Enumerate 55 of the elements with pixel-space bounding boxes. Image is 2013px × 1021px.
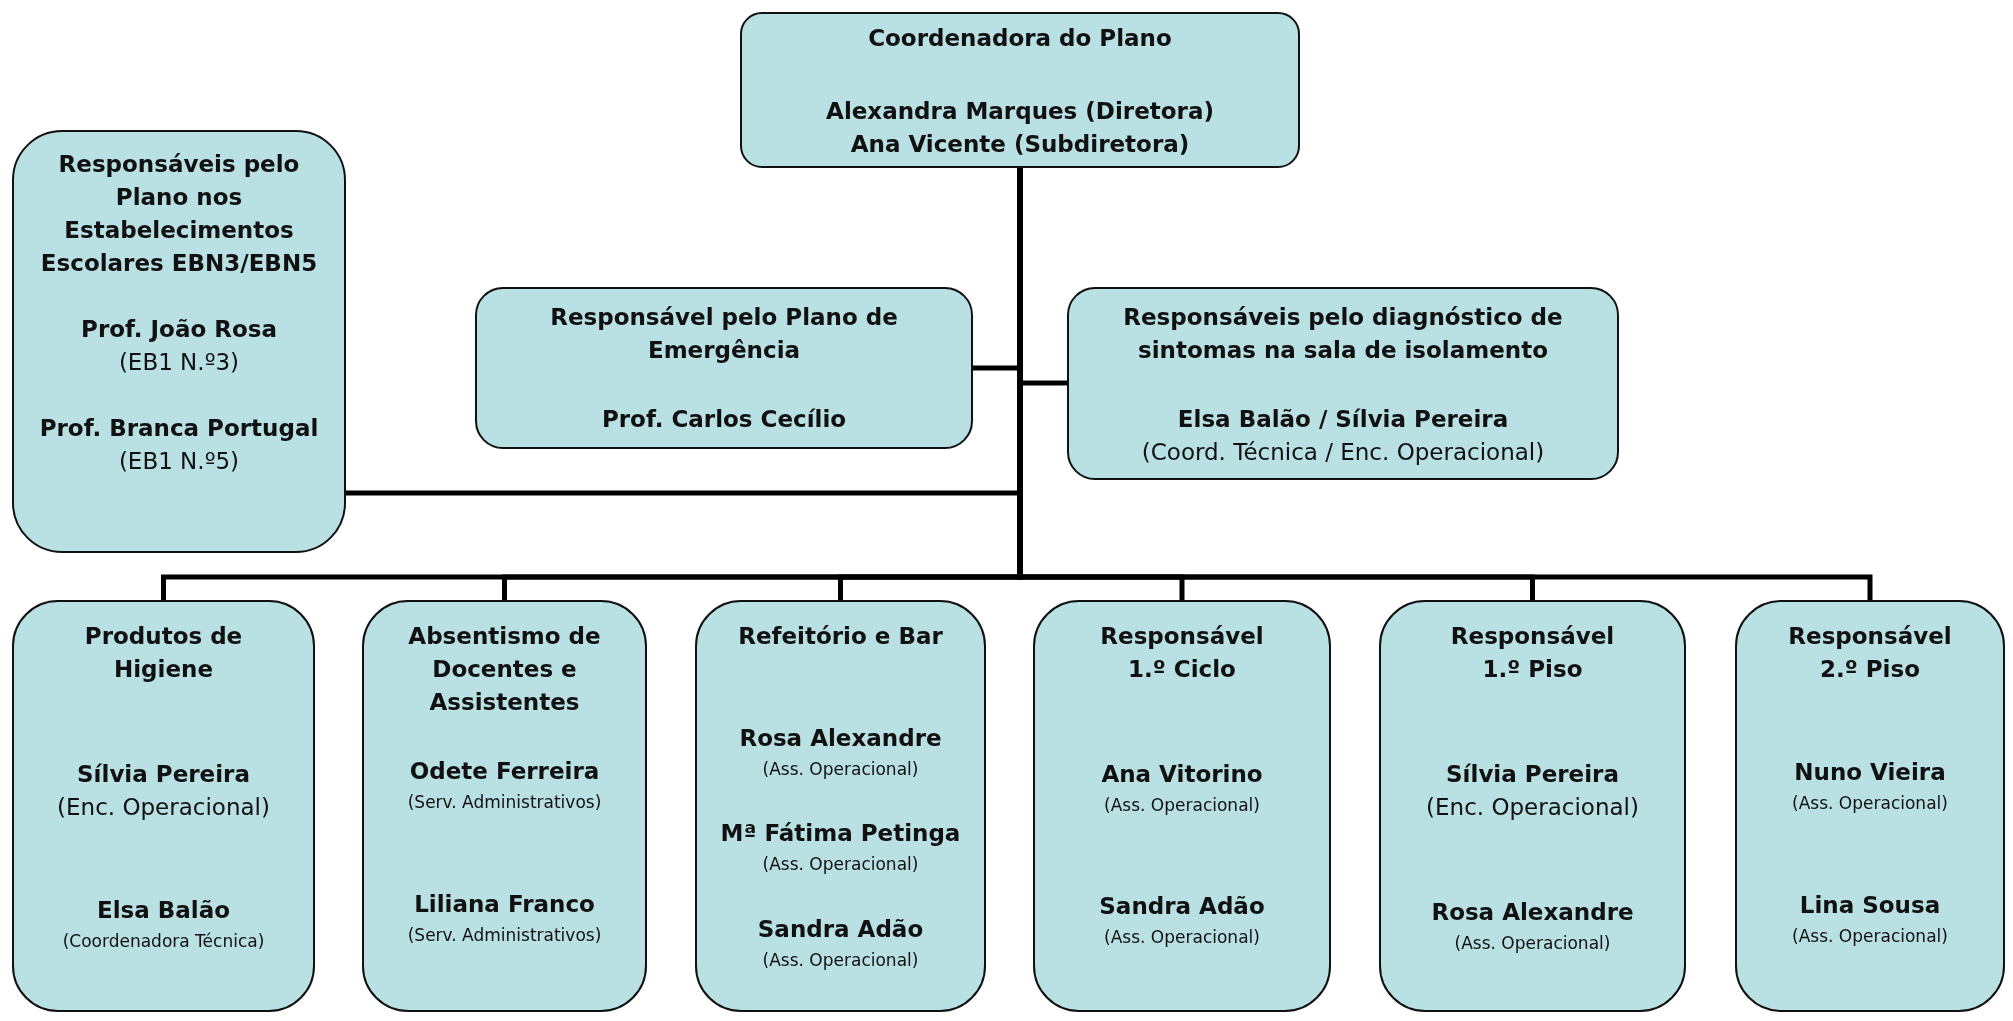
person-name: Rosa Alexandre xyxy=(1431,898,1634,927)
role-box xyxy=(1033,600,1331,1012)
box-heading: Refeitório e Bar xyxy=(738,622,943,651)
box-heading: Responsáveis pelo Plano nos Estabelecimentos Escolares EBN3/EBN5 xyxy=(39,150,319,278)
role-text: (Ass. Operacional) xyxy=(762,758,919,781)
role-box xyxy=(475,287,973,449)
person-name: Mª Fátima Petinga xyxy=(720,819,961,848)
box-heading: Responsáveis pelo diagnóstico de sintomas na sala de isolamento xyxy=(1122,303,1564,365)
role-box xyxy=(1379,600,1686,1012)
role-text: (Enc. Operacional) xyxy=(57,793,270,822)
person-name: Prof. Branca Portugal xyxy=(39,414,319,443)
box-heading: Responsável pelo Plano de Emergência xyxy=(549,303,899,365)
role-text: (Ass. Operacional) xyxy=(1104,794,1260,817)
person-name: Liliana Franco xyxy=(414,890,595,919)
box-heading: Responsável 1.º Piso xyxy=(1449,622,1616,684)
role-text: (Coord. Técnica / Enc. Operacional) xyxy=(1141,438,1545,467)
person-name: Lina Sousa xyxy=(1799,891,1941,920)
person-name: Rosa Alexandre xyxy=(739,724,942,753)
role-box xyxy=(1067,287,1619,480)
role-text: (Coordenadora Técnica) xyxy=(62,930,265,953)
role-text: (EB1 N.º5) xyxy=(118,447,240,476)
role-text: (Serv. Administrativos) xyxy=(407,791,602,814)
box-heading: Responsável 1.º Ciclo xyxy=(1099,622,1265,684)
box-heading: Responsável 2.º Piso xyxy=(1787,622,1953,684)
person-name: Prof. Carlos Cecílio xyxy=(601,405,847,434)
role-text: (Serv. Administrativos) xyxy=(407,924,602,947)
role-text: (Ass. Operacional) xyxy=(762,949,919,972)
person-name: Alexandra Marques (Diretora) xyxy=(826,97,1214,126)
box-heading: Produtos de Higiene xyxy=(83,622,244,684)
role-text: (Ass. Operacional) xyxy=(1454,932,1611,955)
person-name: Ana Vicente (Subdiretora) xyxy=(850,130,1190,159)
person-name: Prof. João Rosa xyxy=(81,315,277,344)
role-box xyxy=(695,600,986,1012)
person-name: Elsa Balão / Sílvia Pereira xyxy=(1177,405,1509,434)
role-box xyxy=(740,12,1300,168)
person-name: Nuno Vieira xyxy=(1794,758,1946,787)
role-text: (Ass. Operacional) xyxy=(1104,926,1260,949)
person-name: Elsa Balão xyxy=(96,896,231,925)
box-heading: Absentismo de Docentes e Assistentes xyxy=(407,622,602,717)
role-text: (Ass. Operacional) xyxy=(762,853,919,876)
role-box xyxy=(12,600,315,1012)
role-text: (Ass. Operacional) xyxy=(1792,925,1948,948)
role-box xyxy=(12,130,346,553)
person-name: Odete Ferreira xyxy=(409,757,600,786)
role-text: (EB1 N.º3) xyxy=(118,348,240,377)
role-text: (Ass. Operacional) xyxy=(1792,792,1948,815)
role-box xyxy=(1735,600,2005,1012)
box-heading: Coordenadora do Plano xyxy=(868,24,1172,53)
person-name: Ana Vitorino xyxy=(1101,760,1263,789)
role-box xyxy=(362,600,647,1012)
person-name: Sandra Adão xyxy=(1099,892,1265,921)
role-text: (Enc. Operacional) xyxy=(1426,793,1639,822)
person-name: Sílvia Pereira xyxy=(1446,760,1619,789)
person-name: Sandra Adão xyxy=(757,915,924,944)
person-name: Sílvia Pereira xyxy=(77,760,250,789)
